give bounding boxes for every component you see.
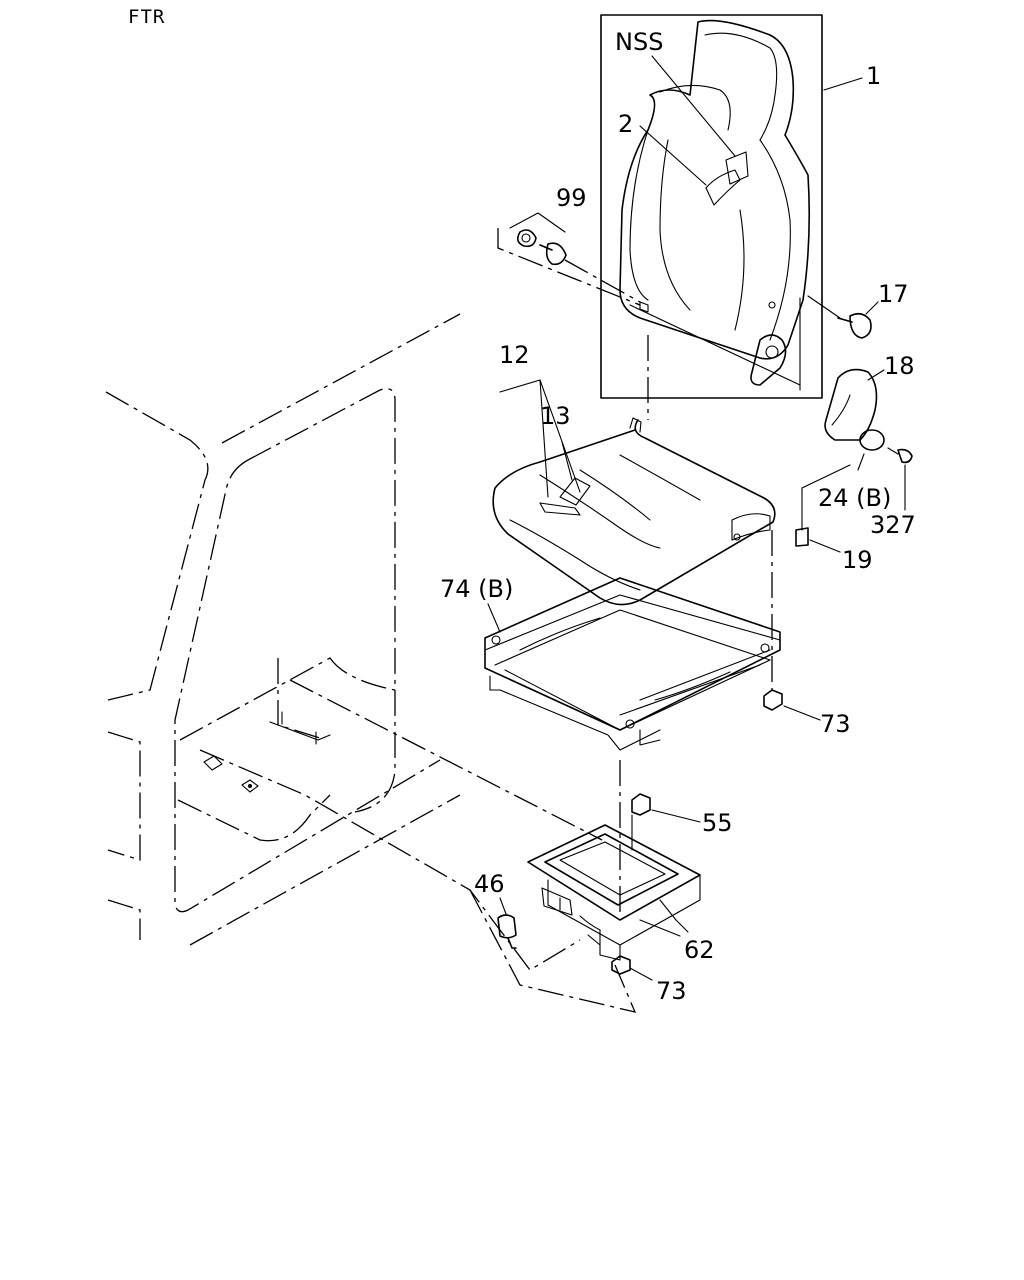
seat-bracket-62 xyxy=(199,679,701,1013)
bolt-46 xyxy=(497,897,517,949)
nut-73-upper xyxy=(763,689,821,721)
bolt-99 xyxy=(509,212,641,303)
callout-327: 327 xyxy=(870,511,916,539)
callout-18: 18 xyxy=(884,352,915,380)
callout-55: 55 xyxy=(702,809,733,837)
seat-cushion xyxy=(492,335,776,606)
cover-18 xyxy=(824,368,885,441)
callout-24b: 24 (B) xyxy=(818,484,892,512)
screw-327 xyxy=(887,447,913,511)
nut-73-lower xyxy=(611,919,681,981)
callout-19: 19 xyxy=(842,546,873,574)
cap-24b xyxy=(801,429,885,531)
seat-rail-74b xyxy=(484,530,781,751)
callout-74b: 74 (B) xyxy=(440,575,514,603)
callout-62: 62 xyxy=(684,936,715,964)
screw-19 xyxy=(795,527,841,553)
callout-nss: NSS xyxy=(615,28,664,56)
callout-13: 13 xyxy=(540,402,571,430)
diagram-code-label: FTR xyxy=(128,6,166,28)
bolt-17 xyxy=(807,295,879,339)
callout-12: 12 xyxy=(499,341,530,369)
callout-73-upper: 73 xyxy=(820,710,851,738)
nut-55 xyxy=(631,793,701,851)
callout-1: 1 xyxy=(866,62,882,90)
callout-2: 2 xyxy=(618,110,634,138)
callout-73-lower: 73 xyxy=(656,977,687,1005)
seat-back-group xyxy=(497,14,863,399)
callout-17: 17 xyxy=(878,280,909,308)
callout-46: 46 xyxy=(474,870,505,898)
cab-outline xyxy=(105,313,461,946)
callout-99: 99 xyxy=(556,184,587,212)
